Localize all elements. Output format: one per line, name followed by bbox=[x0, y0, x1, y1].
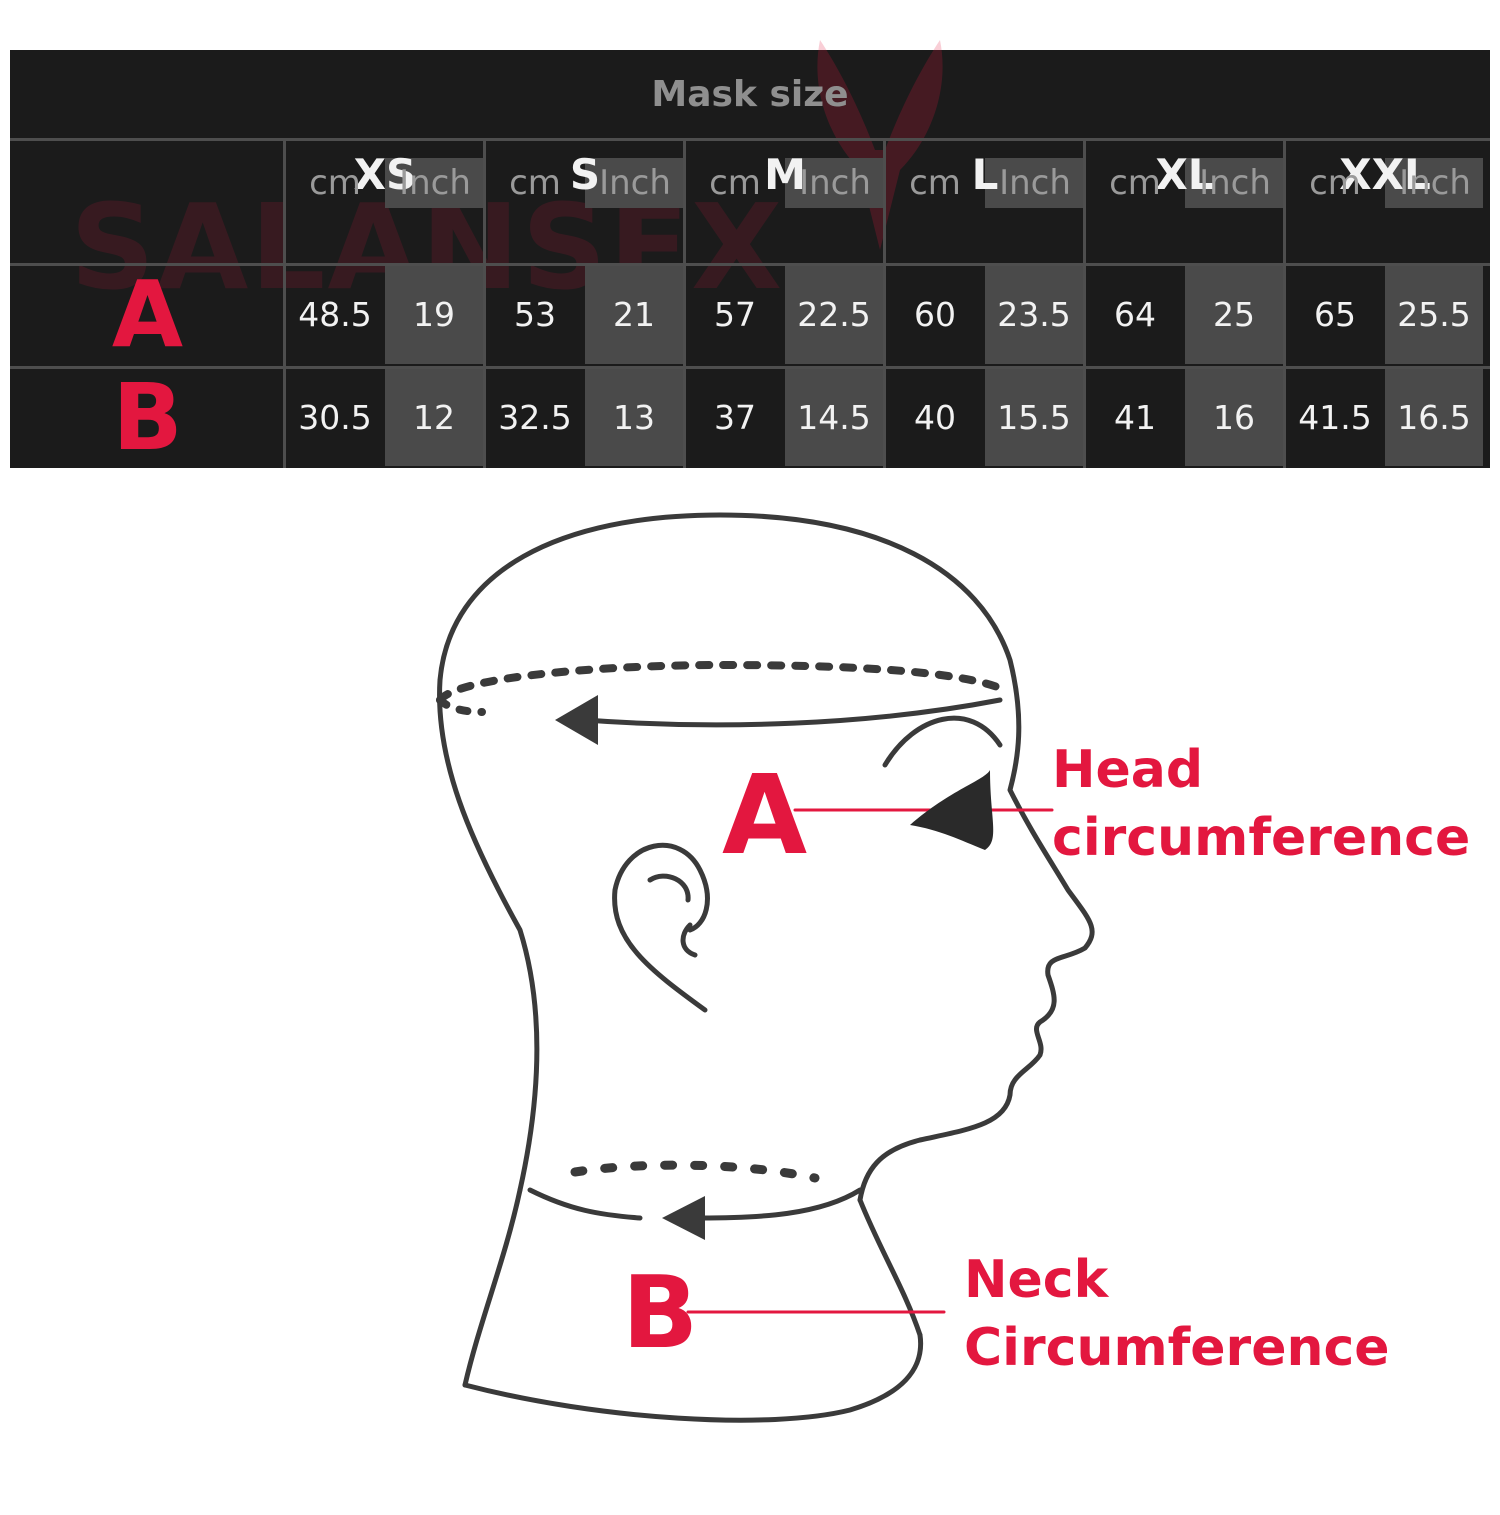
value-cm: 40 bbox=[914, 397, 956, 437]
grid-line bbox=[1083, 138, 1086, 468]
unit-cm: cm bbox=[1109, 163, 1161, 203]
size-header-xs: XS bbox=[353, 149, 417, 199]
value-cm: 37 bbox=[714, 397, 756, 437]
row-label-a: A bbox=[111, 261, 184, 368]
value-inch: 14.5 bbox=[785, 368, 883, 466]
head-measure-line bbox=[582, 697, 1003, 728]
inch-unit-bg bbox=[985, 158, 1083, 208]
inch-unit-bg bbox=[585, 158, 683, 208]
size-header-xl: XL bbox=[1155, 149, 1215, 199]
unit-inch: Inch bbox=[1199, 163, 1271, 203]
value-cm: 53 bbox=[514, 295, 556, 334]
value-cm: 57 bbox=[714, 295, 756, 334]
ear-inner bbox=[647, 873, 698, 958]
value-inch: 21 bbox=[585, 265, 683, 364]
row-label-b: B bbox=[112, 363, 183, 471]
grid-line bbox=[10, 366, 1490, 369]
head-label-line2: circumference bbox=[1052, 808, 1471, 868]
size-header-m: M bbox=[764, 149, 806, 199]
unit-inch: Inch bbox=[1399, 163, 1471, 203]
grid-line bbox=[10, 263, 1490, 266]
value-inch: 22.5 bbox=[785, 265, 883, 364]
size-header-xxl: XXL bbox=[1339, 149, 1431, 199]
eyebrow bbox=[882, 715, 1003, 768]
unit-inch: Inch bbox=[799, 163, 871, 203]
neck-dotted-line bbox=[570, 1160, 820, 1183]
unit-inch: Inch bbox=[599, 163, 671, 203]
neck-arrow-icon bbox=[662, 1196, 705, 1240]
value-cm: 30.5 bbox=[298, 397, 372, 437]
grid-line bbox=[10, 138, 1490, 141]
unit-cm: cm bbox=[509, 163, 561, 203]
unit-cm: cm bbox=[909, 163, 961, 203]
value-cm: 32.5 bbox=[498, 397, 572, 437]
value-inch: 12 bbox=[385, 368, 483, 466]
grid-line bbox=[1283, 138, 1286, 468]
unit-cm: cm bbox=[709, 163, 761, 203]
grid-line bbox=[283, 138, 286, 468]
value-inch: 15.5 bbox=[985, 368, 1083, 466]
value-inch: 19 bbox=[385, 265, 483, 364]
head-dotted-back bbox=[436, 696, 486, 716]
inch-unit-bg bbox=[1185, 158, 1283, 208]
inch-unit-bg bbox=[385, 158, 483, 208]
inch-unit-bg bbox=[1385, 158, 1483, 208]
grid-line bbox=[683, 138, 686, 468]
neck-label-line1: Neck bbox=[964, 1250, 1109, 1310]
unit-cm: cm bbox=[309, 163, 361, 203]
value-inch: 25.5 bbox=[1385, 265, 1483, 364]
grid-line bbox=[883, 138, 886, 468]
value-inch: 16 bbox=[1185, 368, 1283, 466]
value-cm: 65 bbox=[1314, 295, 1356, 334]
unit-inch: Inch bbox=[399, 163, 471, 203]
value-inch: 23.5 bbox=[985, 265, 1083, 364]
neck-front-line bbox=[857, 1197, 923, 1338]
head-label-line1: Head bbox=[1052, 740, 1204, 800]
bunny-logo-icon bbox=[817, 40, 943, 250]
unit-cm: cm bbox=[1309, 163, 1361, 203]
marker-b: B bbox=[622, 1254, 699, 1371]
neck-measure-line bbox=[527, 1187, 863, 1221]
inch-unit-bg bbox=[785, 158, 883, 208]
neck-label-line2: Circumference bbox=[964, 1318, 1390, 1378]
head-dotted-line bbox=[436, 661, 1009, 704]
size-header-l: L bbox=[971, 149, 999, 199]
value-cm: 64 bbox=[1114, 295, 1156, 334]
value-inch: 16.5 bbox=[1385, 368, 1483, 466]
neck-bottom-line bbox=[462, 1332, 924, 1423]
grid-line bbox=[483, 138, 486, 468]
value-cm: 48.5 bbox=[298, 295, 372, 334]
value-cm: 60 bbox=[914, 295, 956, 334]
head-arrow-icon bbox=[555, 695, 598, 745]
value-inch: 25 bbox=[1185, 265, 1283, 364]
unit-inch: Inch bbox=[999, 163, 1071, 203]
neck-back-line bbox=[462, 1187, 523, 1388]
head-outline bbox=[437, 512, 1095, 1203]
value-inch: 13 bbox=[585, 368, 683, 466]
marker-a: A bbox=[722, 751, 808, 879]
value-cm: 41 bbox=[1114, 397, 1156, 437]
size-header-s: S bbox=[569, 149, 601, 199]
value-cm: 41.5 bbox=[1298, 397, 1372, 437]
ear bbox=[612, 842, 710, 1013]
chart-title: Mask size bbox=[651, 73, 849, 115]
eye bbox=[910, 770, 994, 850]
